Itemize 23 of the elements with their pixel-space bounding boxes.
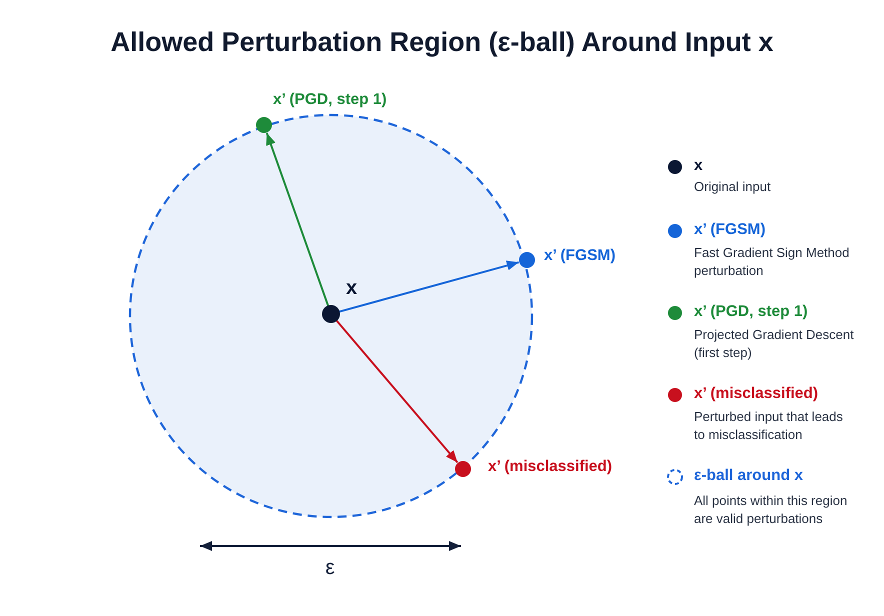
legend-label: x’ (FGSM) (694, 221, 766, 240)
legend-description: Fast Gradient Sign Method perturbation (694, 244, 850, 280)
arrow (338, 260, 520, 313)
point-marker (322, 305, 340, 323)
diagram-title: Allowed Perturbation Region (ε-ball) Around Input x (110, 26, 774, 58)
point-label: x’ (FGSM) (544, 247, 616, 266)
point-label: x’ (PGD, step 1) (273, 91, 387, 110)
point-marker (455, 461, 471, 477)
dimension-label: ε (325, 555, 335, 580)
point-marker (256, 117, 272, 133)
legend-label: x’ (PGD, step 1) (694, 303, 808, 322)
arrow (266, 132, 330, 306)
legend-description: All points within this region are valid perturbations (694, 492, 848, 528)
legend-label: x (694, 157, 703, 176)
legend-label: ε-ball around x (694, 467, 803, 486)
point-marker (519, 252, 535, 268)
arrow (336, 320, 458, 464)
legend-description: Projected Gradient Descent (first step) (694, 326, 855, 362)
legend-description: Original input (694, 178, 771, 196)
legend-label: x’ (misclassified) (694, 385, 818, 404)
legend-description: Perturbed input that leads to misclassification (694, 408, 844, 444)
point-label: x (346, 276, 358, 300)
point-label: x’ (misclassified) (488, 458, 612, 477)
